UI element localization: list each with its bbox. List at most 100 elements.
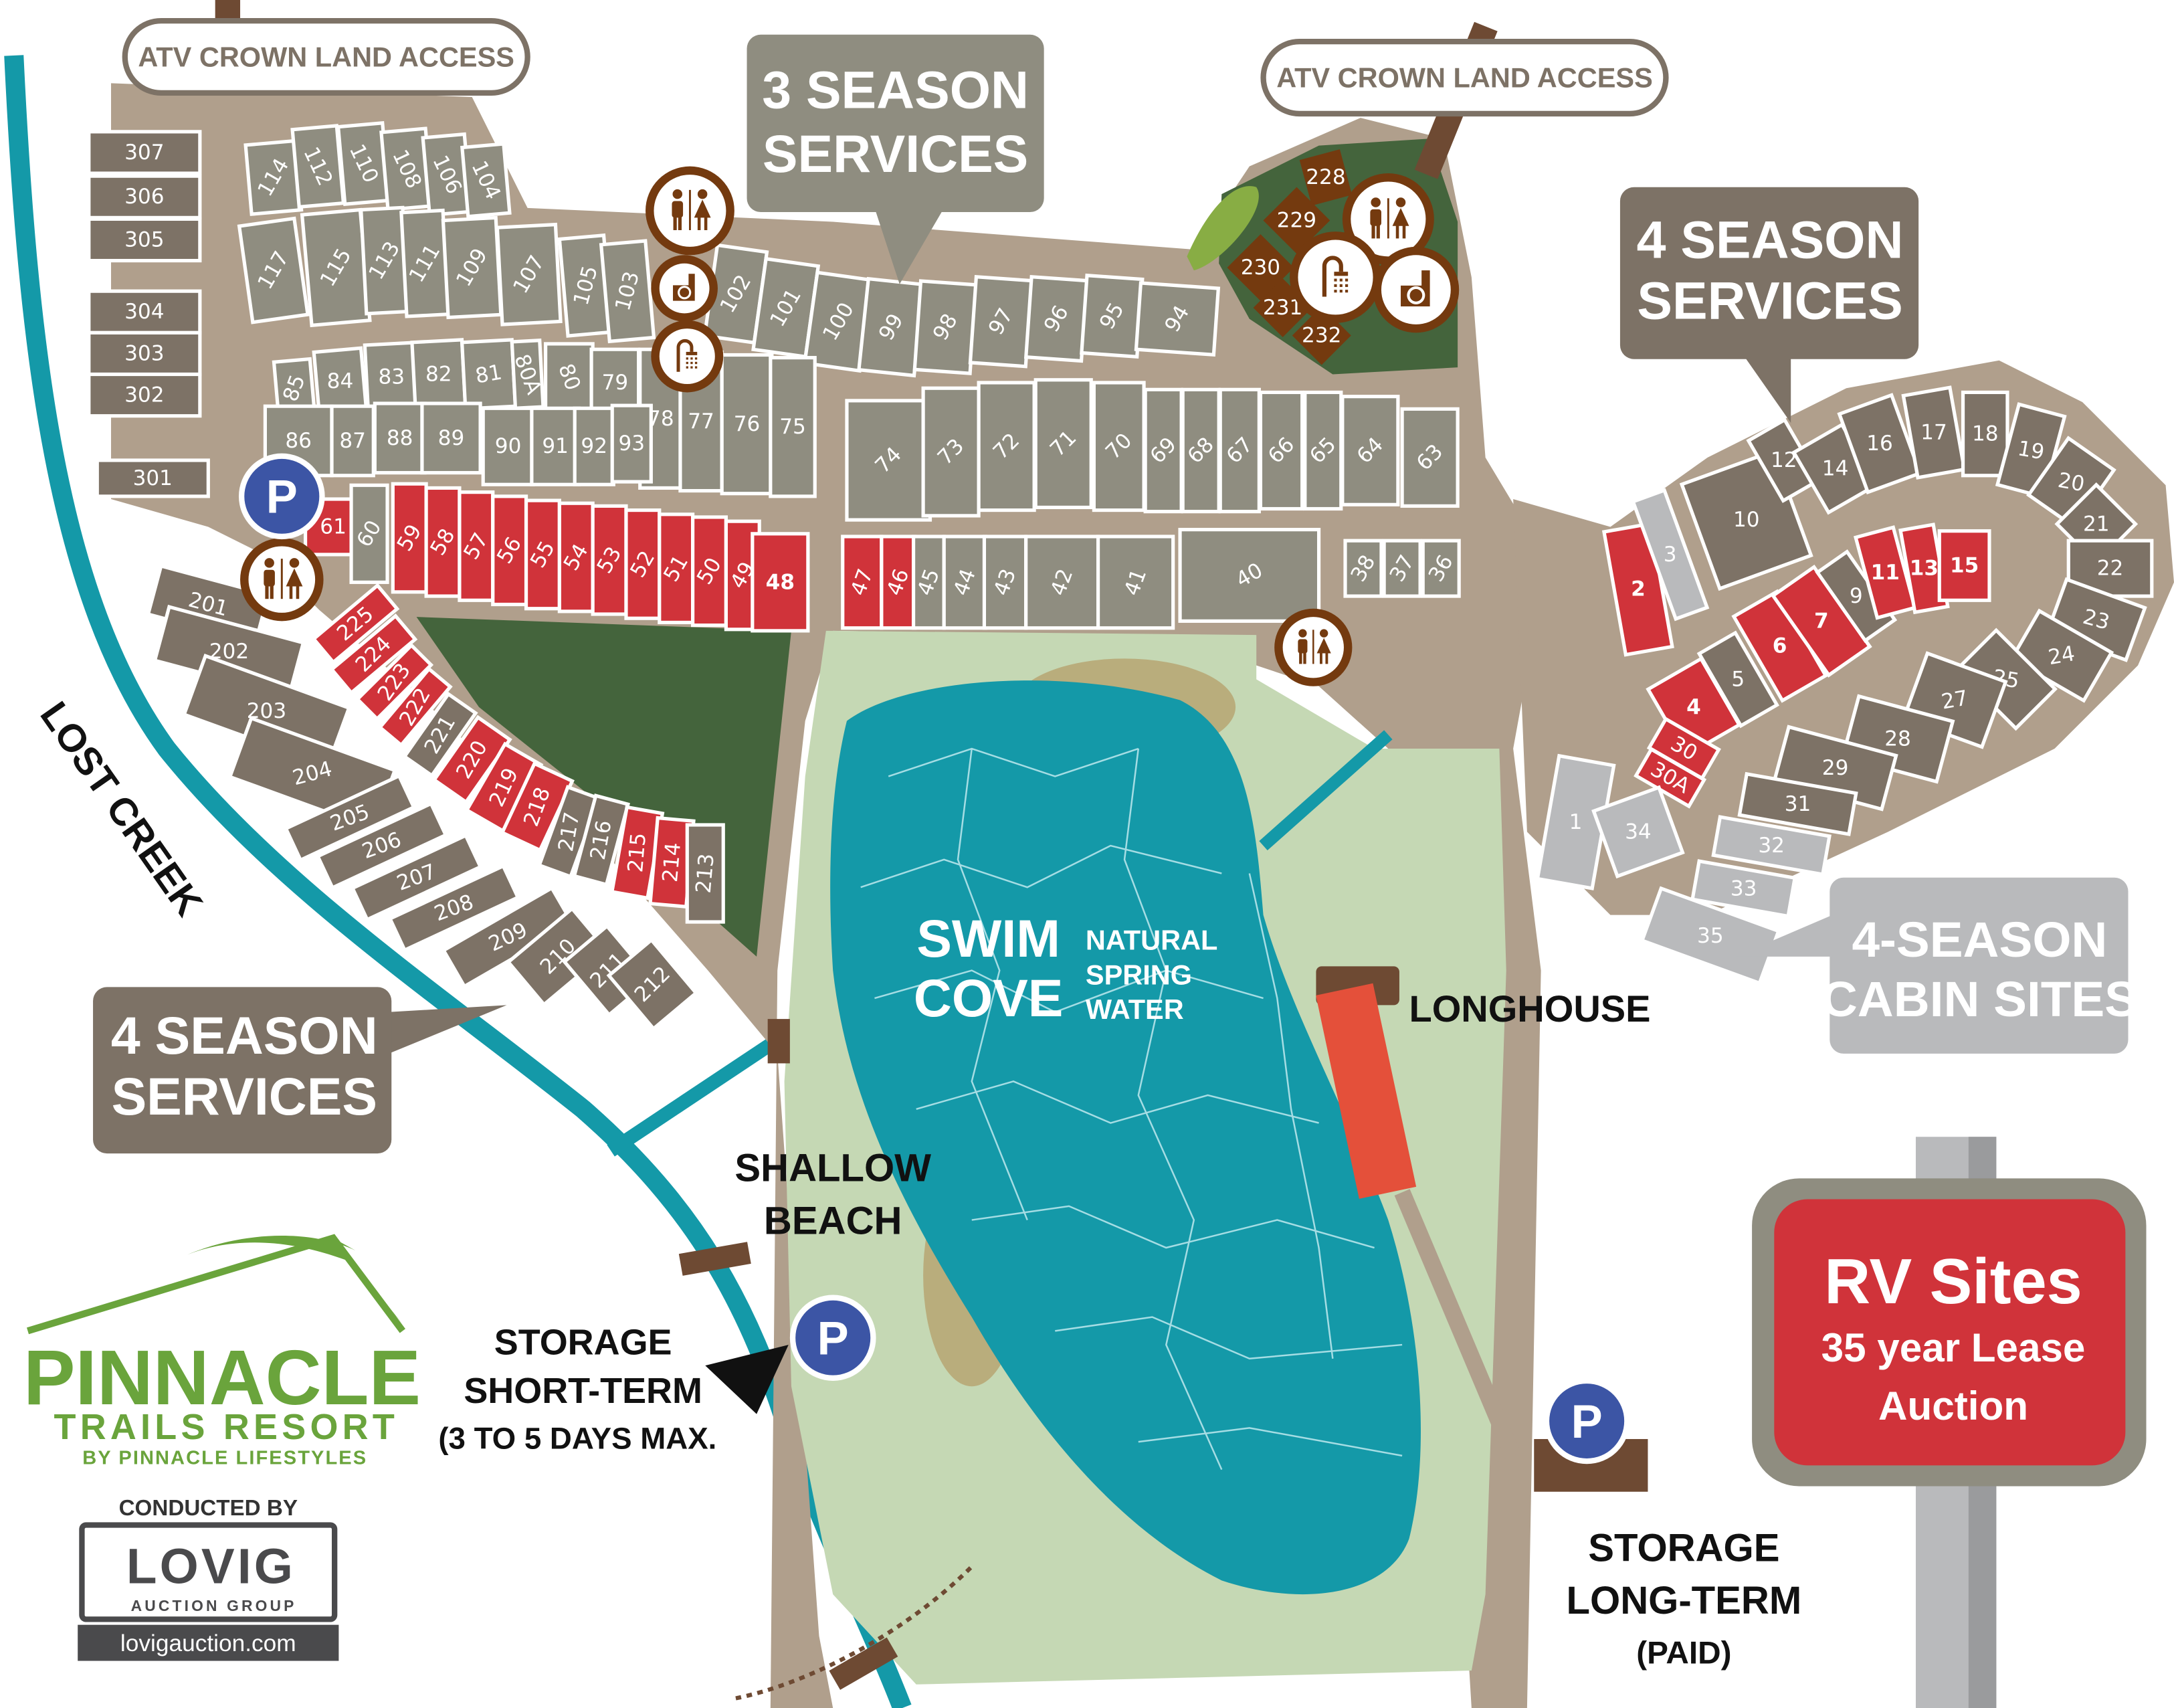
lot-206[interactable]: 206 [315, 801, 448, 890]
lot-parcel[interactable] [1690, 859, 1797, 919]
lot-45[interactable]: 45 [911, 535, 946, 630]
lot-parcel[interactable] [377, 666, 453, 748]
lot-97[interactable]: 97 [968, 275, 1033, 369]
lot-72[interactable]: 72 [977, 381, 1036, 512]
lot-16[interactable]: 16 [1837, 393, 1922, 495]
lot-parcel[interactable] [1630, 488, 1710, 622]
lot-218[interactable]: 218 [500, 761, 575, 853]
lot-parcel[interactable] [349, 483, 389, 584]
lot-parcel[interactable] [87, 130, 202, 175]
lot-parcel[interactable] [1258, 390, 1304, 511]
shower-icon[interactable] [1290, 231, 1381, 323]
lot-108[interactable]: 108 [379, 126, 435, 212]
lot-34[interactable]: 34 [1591, 785, 1685, 879]
lot-60[interactable]: 60 [349, 483, 389, 584]
lot-parcel[interactable] [87, 174, 202, 219]
lot-208[interactable]: 208 [387, 863, 520, 953]
lot-216[interactable]: 216 [572, 793, 630, 887]
lot-parcel[interactable] [841, 535, 884, 630]
lot-parcel[interactable] [1937, 529, 1991, 602]
lot-parcel[interactable] [1737, 771, 1858, 836]
lot-114[interactable]: 114 [243, 138, 304, 216]
lot-205[interactable]: 205 [283, 773, 417, 862]
lot-98[interactable]: 98 [912, 279, 979, 375]
lot-parcel[interactable] [387, 863, 520, 953]
lot-228[interactable]: 228 [1299, 149, 1353, 206]
lot-115[interactable]: 115 [300, 207, 372, 328]
lot-parcel[interactable] [1134, 281, 1221, 357]
restroom-icon[interactable] [240, 538, 324, 622]
lot-parcel[interactable] [1303, 390, 1343, 511]
lot-parcel[interactable] [1024, 535, 1100, 630]
lot-parcel[interactable] [1263, 187, 1330, 254]
lot-38[interactable]: 38 [1343, 539, 1383, 598]
lot-parcel[interactable] [87, 289, 202, 335]
lot-102[interactable]: 102 [702, 243, 769, 345]
lot-parcel[interactable] [1033, 378, 1093, 510]
lot-106[interactable]: 106 [421, 132, 474, 217]
lot-44[interactable]: 44 [942, 535, 988, 630]
lot-71[interactable]: 71 [1033, 378, 1093, 510]
lot-90[interactable]: 90 [481, 406, 535, 486]
lot-parcel[interactable] [1421, 539, 1461, 598]
lot-parcel[interactable] [769, 356, 817, 498]
lot-parcel[interactable] [373, 401, 427, 475]
shower-icon[interactable] [651, 320, 724, 393]
lot-207[interactable]: 207 [350, 833, 483, 923]
lot-parcel[interactable] [1178, 528, 1321, 623]
atv-access-callout-left[interactable]: ATV CROWN LAND ACCESS [122, 17, 530, 96]
lot-68[interactable]: 68 [1181, 387, 1221, 514]
lot-70[interactable]: 70 [1092, 381, 1146, 512]
lot-parcel[interactable] [237, 216, 310, 324]
lot-80[interactable]: 80 [544, 342, 595, 412]
lot-parcel[interactable] [87, 372, 202, 418]
lot-46[interactable]: 46 [880, 535, 917, 630]
lot-66[interactable]: 66 [1258, 390, 1304, 511]
lot-76[interactable]: 76 [720, 353, 774, 496]
lot-3[interactable]: 3 [1630, 488, 1710, 622]
lot-101[interactable]: 101 [751, 256, 821, 359]
lot-55[interactable]: 55 [524, 498, 561, 611]
lot-69[interactable]: 69 [1143, 387, 1183, 514]
lot-63[interactable]: 63 [1400, 407, 1460, 508]
lot-parcel[interactable] [460, 142, 512, 219]
parking-marker[interactable]: P [238, 453, 325, 540]
lot-parcel[interactable] [624, 508, 662, 620]
lot-301[interactable]: 301 [95, 458, 210, 498]
lot-parcel[interactable] [572, 793, 630, 887]
lot-18[interactable]: 18 [1961, 390, 2009, 478]
lot-parcel[interactable] [599, 239, 656, 344]
lot-parcel[interactable] [330, 404, 375, 478]
lot-parcel[interactable] [751, 532, 810, 633]
lot-74[interactable]: 74 [845, 399, 932, 522]
lot-51[interactable]: 51 [658, 512, 695, 625]
lot-212[interactable]: 212 [606, 937, 699, 1032]
lot-parcel[interactable] [1640, 886, 1781, 985]
lot-parcel[interactable] [87, 217, 202, 263]
lot-217[interactable]: 217 [536, 785, 601, 879]
lot-112[interactable]: 112 [290, 124, 346, 209]
lot-40[interactable]: 40 [1178, 528, 1321, 623]
lot-42[interactable]: 42 [1024, 535, 1100, 630]
restroom-icon[interactable] [1274, 608, 1353, 686]
lot-parcel[interactable] [610, 403, 653, 484]
lot-parcel[interactable] [1591, 785, 1685, 879]
parking-marker[interactable]: P [789, 1295, 876, 1381]
lot-11[interactable]: 11 [1853, 525, 1917, 620]
lot-213[interactable]: 213 [685, 823, 725, 924]
lot-parcel[interactable] [1400, 407, 1460, 508]
lot-parcel[interactable] [845, 399, 932, 522]
lot-67[interactable]: 67 [1218, 387, 1261, 514]
lot-111[interactable]: 111 [399, 208, 450, 318]
lot-103[interactable]: 103 [599, 239, 656, 344]
lot-parcel[interactable] [1096, 535, 1175, 630]
lot-113[interactable]: 113 [359, 205, 410, 316]
lot-parcel[interactable] [1382, 539, 1422, 598]
lot-109[interactable]: 109 [441, 215, 503, 320]
lot-parcel[interactable] [283, 773, 417, 862]
lot-94[interactable]: 94 [1134, 281, 1221, 357]
lot-219[interactable]: 219 [464, 741, 544, 834]
lot-35[interactable]: 35 [1640, 886, 1781, 985]
lot-parcel[interactable] [685, 823, 725, 924]
lot-86[interactable]: 86 [263, 404, 334, 478]
